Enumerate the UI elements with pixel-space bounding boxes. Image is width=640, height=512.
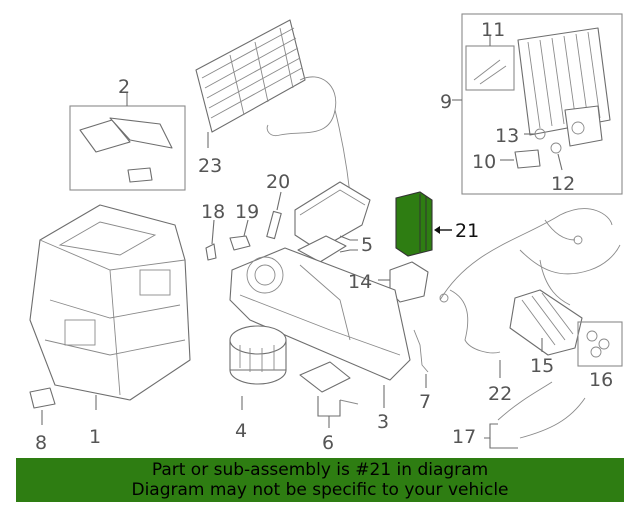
part-16-group	[577, 321, 623, 367]
callout-18: 18	[201, 201, 225, 223]
part-3-housing	[229, 247, 411, 408]
part-15-evaporator	[509, 289, 583, 356]
callout-12: 12	[551, 173, 575, 195]
banner-line-2: Diagram may not be specific to your vehi…	[131, 480, 509, 500]
callout-17: 17	[452, 426, 476, 448]
callout-13: 13	[495, 125, 519, 147]
callout-9: 9	[440, 91, 452, 113]
callout-6: 6	[322, 432, 334, 454]
callout-21: 21	[455, 220, 479, 242]
hose	[266, 76, 337, 137]
callout-22: 22	[488, 383, 512, 405]
callout-20: 20	[266, 171, 290, 193]
part-17-hoses	[484, 381, 586, 449]
callout-8: 8	[35, 432, 47, 454]
part-20	[266, 191, 282, 240]
part-5-actuator	[294, 181, 371, 263]
part-8	[29, 387, 56, 425]
part-2-group	[69, 92, 186, 191]
part-6	[299, 361, 359, 428]
callout-11: 11	[481, 19, 505, 41]
callout-19: 19	[235, 201, 259, 223]
callout-23: 23	[198, 155, 222, 177]
callout-5: 5	[361, 234, 373, 256]
banner-line-1: Part or sub-assembly is #21 in diagram	[151, 460, 489, 480]
part-19	[229, 219, 251, 251]
part-23-heater-core	[195, 19, 306, 148]
part-7	[413, 329, 429, 388]
info-banner: Part or sub-assembly is #21 in diagram D…	[16, 458, 624, 502]
callout-7: 7	[419, 391, 431, 413]
part-4-blower	[229, 325, 287, 410]
callout-1: 1	[89, 426, 101, 448]
part-22-harness	[439, 208, 621, 378]
callout-2: 2	[118, 76, 130, 98]
part-18	[205, 219, 217, 261]
part-21-highlighted	[395, 191, 452, 257]
callout-14: 14	[348, 271, 372, 293]
callout-15: 15	[530, 355, 554, 377]
part-9-group	[452, 13, 623, 195]
callout-10: 10	[472, 151, 496, 173]
part-1-hvac-housing	[29, 204, 191, 410]
callout-4: 4	[235, 420, 247, 442]
callout-3: 3	[377, 411, 389, 433]
callout-16: 16	[589, 369, 613, 391]
